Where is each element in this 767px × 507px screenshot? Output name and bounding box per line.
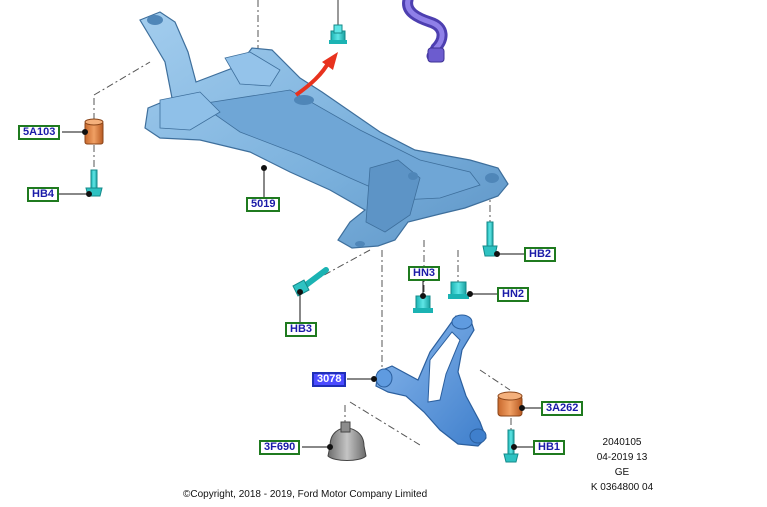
lower-control-arm [375, 314, 487, 447]
reference-line-3: GE [614, 467, 630, 478]
callout-hb4[interactable]: HB4 [27, 187, 60, 202]
removal-arrow [294, 52, 338, 97]
callout-hb1[interactable]: HB1 [533, 440, 566, 455]
copyright-notice: ©Copyright, 2018 - 2019, Ford Motor Comp… [183, 489, 428, 500]
callout-3078[interactable]: 3078 [312, 372, 347, 387]
bolt-hb1 [503, 429, 519, 463]
mount-3f690 [327, 421, 367, 461]
stabilizer-bar [402, 0, 448, 63]
reference-line-4: K 0364800 04 [590, 482, 654, 493]
callout-5019[interactable]: 5019 [246, 197, 281, 212]
callout-hn2[interactable]: HN2 [497, 287, 530, 302]
nut-hn2 [448, 281, 469, 299]
callout-hn3[interactable]: HN3 [408, 266, 441, 281]
front-subframe [139, 11, 509, 249]
callout-5a103[interactable]: 5A103 [18, 125, 61, 140]
callout-hb3[interactable]: HB3 [285, 322, 318, 337]
callout-3a262[interactable]: 3A262 [541, 401, 584, 416]
bolt-hb2 [482, 221, 498, 257]
leader-lines [59, 129, 541, 450]
bushing-3a262 [497, 391, 523, 417]
bushing-5a103 [84, 118, 104, 145]
callout-3f690[interactable]: 3F690 [259, 440, 301, 455]
reference-line-1: 2040105 [602, 437, 642, 448]
callout-hb2[interactable]: HB2 [524, 247, 557, 262]
reference-line-2: 04-2019 13 [596, 452, 648, 463]
nut-top [329, 0, 347, 44]
